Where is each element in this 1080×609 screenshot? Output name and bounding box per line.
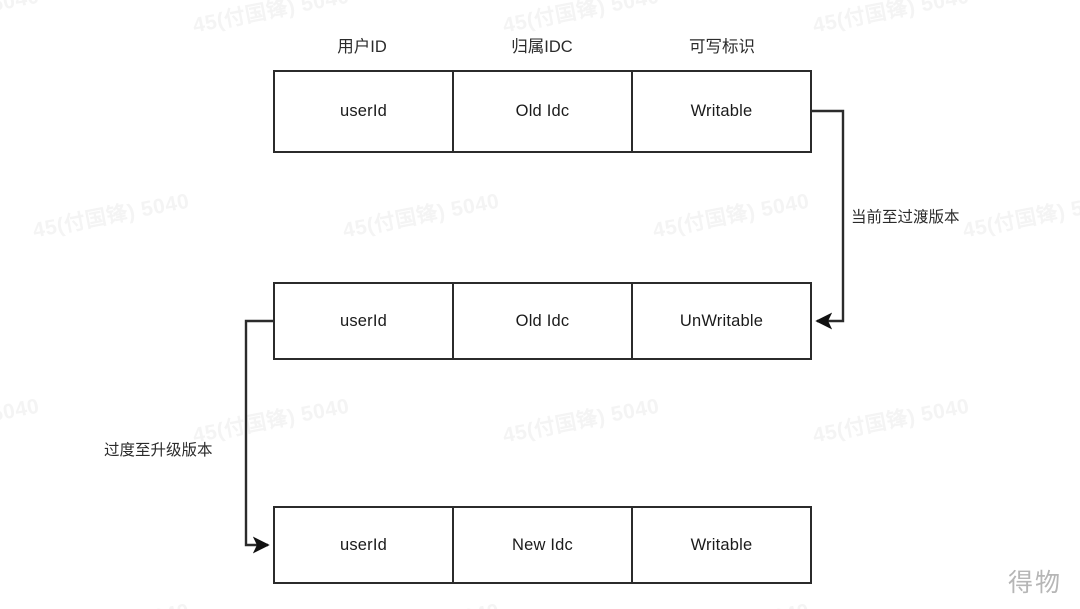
column-header-user-id: 用户ID [337, 38, 387, 56]
arrow-current-to-transition [812, 109, 845, 330]
column-header-idc: 归属IDC [511, 38, 573, 56]
cell-idc: New Idc [454, 508, 633, 582]
table-row-current-version: userId Old Idc Writable [273, 70, 812, 153]
cell-user-id: userId [275, 508, 454, 582]
table-row-transition-version: userId Old Idc UnWritable [273, 282, 812, 360]
cell-writable-flag: Writable [690, 535, 753, 554]
cell-user-id: userId [275, 284, 454, 358]
cell-idc: Old Idc [454, 72, 633, 151]
brand-logo: 得物 [1007, 570, 1062, 597]
connector-label-transition-to-upgraded: 过度至升级版本 [104, 442, 213, 459]
cell-writable-flag: Writable [690, 102, 753, 120]
column-header-writable-flag: 可写标识 [689, 38, 755, 56]
arrow-transition-to-upgraded [244, 319, 273, 554]
cell-idc: Old Idc [454, 284, 633, 358]
cell-user-id: userId [275, 72, 454, 151]
table-row-upgraded-version: userId New Idc Writable [273, 506, 812, 584]
connector-label-current-to-transition: 当前至过渡版本 [851, 209, 960, 226]
cell-writable-flag: UnWritable [679, 311, 764, 330]
